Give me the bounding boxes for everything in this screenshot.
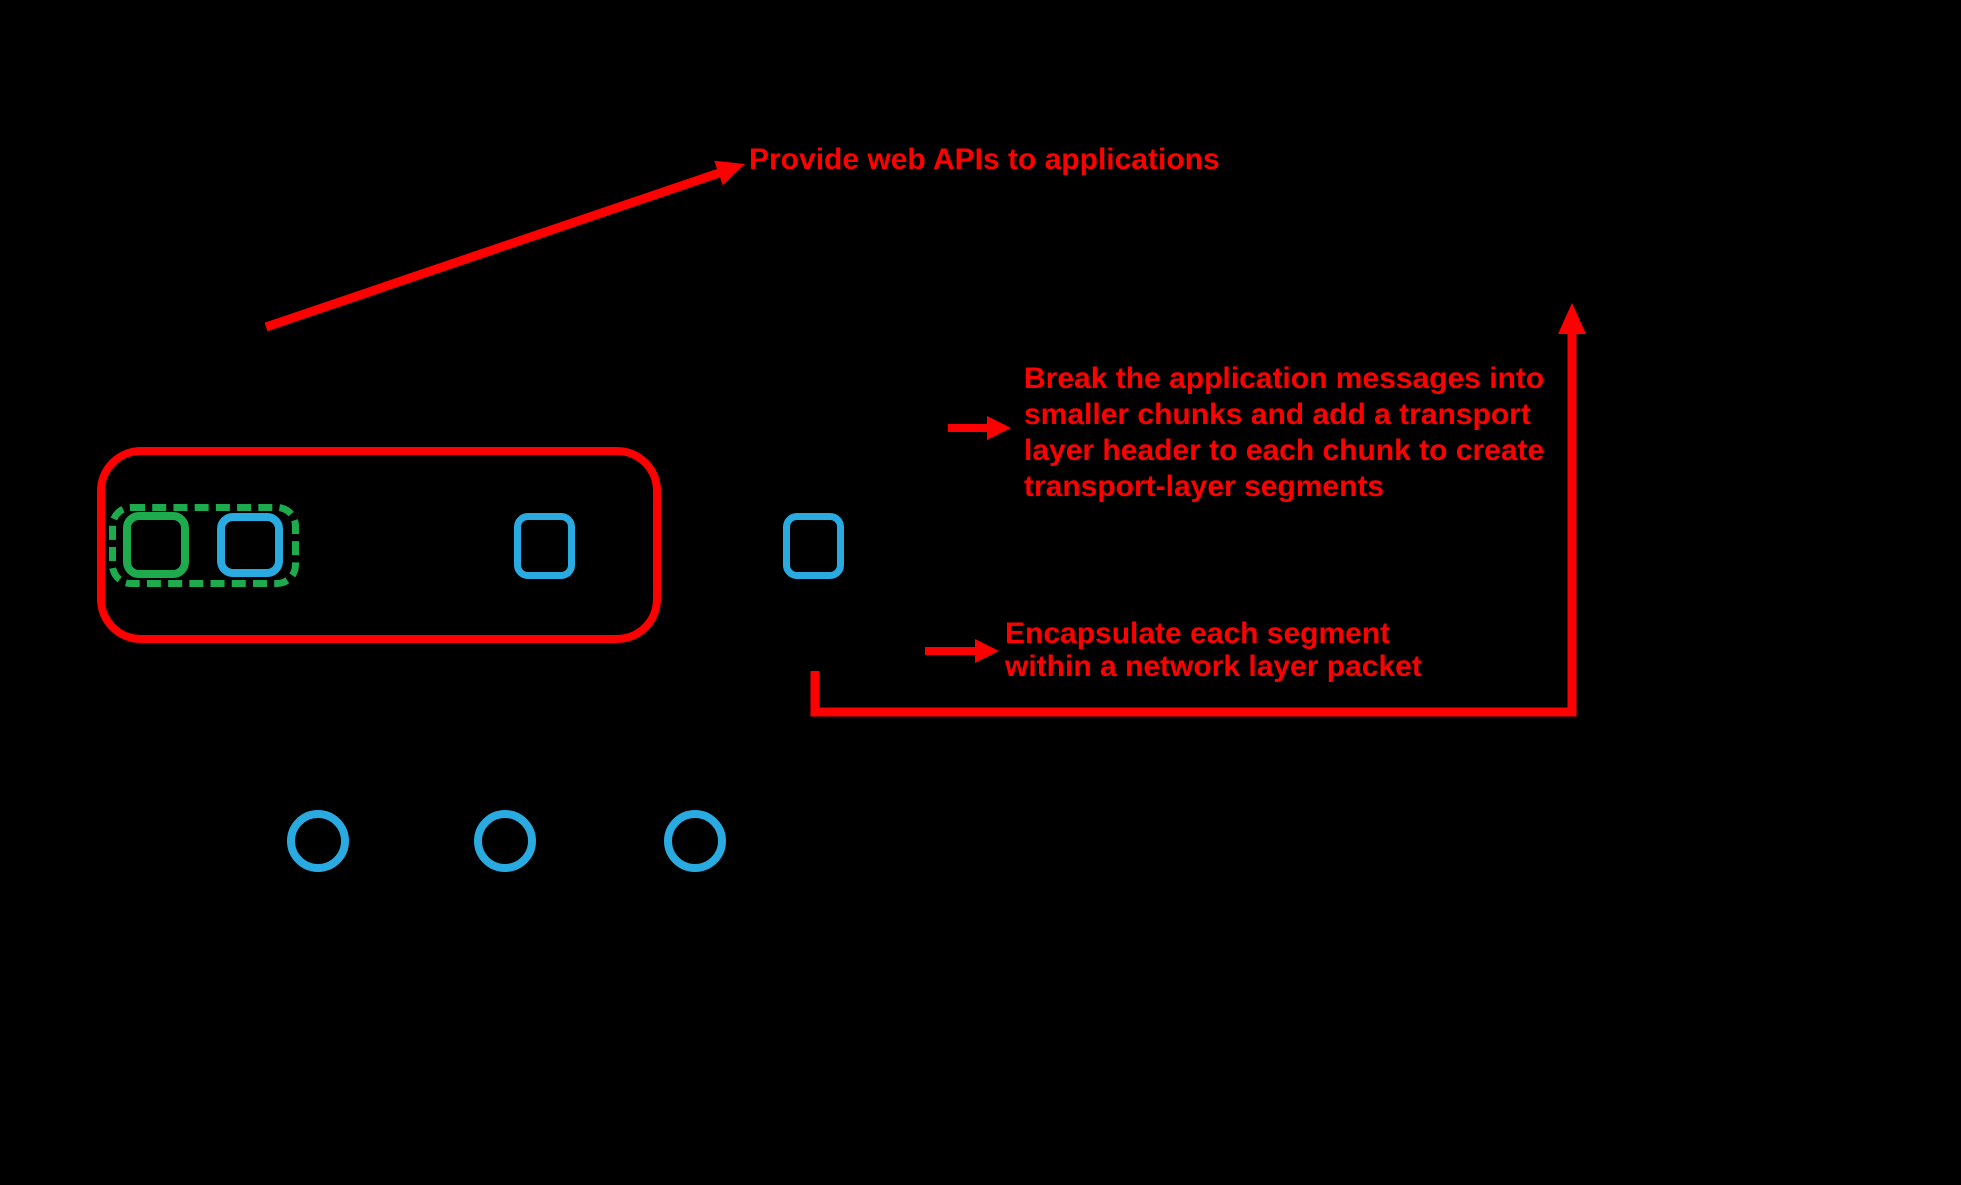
- encapsulate-segment-annotation: Encapsulate each segment within a networ…: [1005, 617, 1422, 683]
- blue-square-node-3: [783, 513, 844, 579]
- provide-web-apis-annotation: Provide web APIs to applications: [749, 143, 1220, 176]
- break-messages-line-3: layer header to each chunk to create: [1024, 434, 1545, 467]
- encapsulate-line-2: within a network layer packet: [1005, 650, 1422, 683]
- green-square-node: [123, 512, 189, 578]
- break-messages-line-1: Break the application messages into: [1024, 362, 1545, 395]
- break-arrow-head-icon: [987, 416, 1011, 440]
- provide-arrow-shaft: [264, 167, 724, 332]
- blue-circle-node-3: [664, 810, 726, 872]
- green-dashed-group-outline: [109, 504, 299, 587]
- segment-flow-path: [810, 334, 1577, 717]
- blue-square-node-2: [514, 513, 575, 579]
- break-messages-line-4: transport-layer segments: [1024, 470, 1385, 503]
- encapsulate-line-1: Encapsulate each segment: [1005, 617, 1391, 650]
- red-group-outline: [97, 447, 661, 643]
- provide-arrow-head-icon: [714, 160, 745, 186]
- encapsulate-arrow-head-icon: [975, 639, 999, 663]
- blue-square-node-1: [217, 513, 283, 577]
- break-messages-annotation: Break the application messages into smal…: [1024, 361, 1544, 505]
- blue-circle-node-1: [287, 810, 349, 872]
- blue-circle-node-2: [474, 810, 536, 872]
- up-arrow-head-icon: [1558, 303, 1586, 334]
- break-messages-line-2: smaller chunks and add a transport: [1024, 398, 1531, 431]
